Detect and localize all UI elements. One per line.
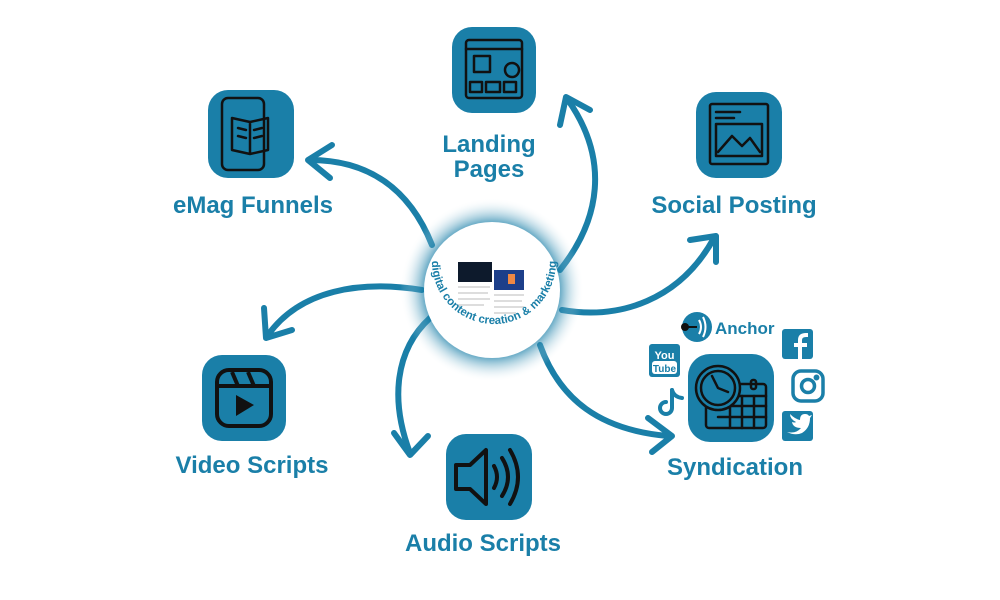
webpage-layout-icon — [464, 38, 524, 100]
youtube-text-you: You — [655, 350, 675, 362]
arrow-to-video — [265, 283, 425, 338]
arrowhead — [687, 233, 719, 265]
audio-box — [446, 434, 532, 520]
anchor-label: Anchor — [715, 319, 775, 338]
syndication-label: Syndication — [667, 454, 803, 481]
instagram-icon — [791, 369, 825, 403]
video-play-icon — [215, 368, 273, 428]
platform-icons: Anchor You Tube — [649, 312, 825, 441]
thumbnail-dark — [458, 262, 492, 282]
social-label: Social Posting — [651, 192, 816, 219]
node-emag-funnels: eMag Funnels — [173, 90, 333, 219]
arrowhead — [645, 415, 675, 455]
arrow-to-syndication — [537, 342, 671, 439]
thumbnail-image — [508, 274, 515, 284]
image-post-icon — [708, 102, 770, 166]
phone-book-icon — [220, 96, 270, 172]
thumbnail-text-lines — [458, 286, 524, 314]
facebook-icon — [782, 329, 813, 359]
youtube-text-tube: Tube — [653, 364, 677, 375]
emag-label: eMag Funnels — [173, 192, 333, 219]
node-social-posting: Social Posting — [651, 92, 817, 219]
arrowhead — [305, 142, 335, 181]
landing-label-line1: Landing — [442, 131, 535, 158]
arrow-to-social — [559, 235, 717, 316]
arrowhead — [557, 94, 593, 128]
arrows — [261, 94, 719, 458]
arrow-to-emag — [307, 157, 435, 248]
twitter-icon — [782, 411, 813, 441]
audio-label: Audio Scripts — [405, 530, 561, 557]
arrowhead — [391, 430, 431, 458]
anchor-icon — [681, 312, 712, 342]
clock-calendar-icon — [694, 364, 768, 430]
node-landing-pages: Landing Pages — [442, 27, 536, 183]
youtube-icon: You Tube — [649, 344, 680, 377]
tiktok-icon — [658, 388, 684, 416]
hub-circle — [424, 222, 560, 358]
landing-label-line2: Pages — [454, 156, 525, 183]
video-box — [202, 355, 286, 441]
video-label: Video Scripts — [176, 452, 329, 479]
node-video-scripts: Video Scripts — [176, 355, 329, 479]
arrowhead — [261, 305, 295, 341]
speaker-icon — [454, 448, 520, 506]
node-syndication: Syndication — [667, 354, 803, 481]
node-audio-scripts: Audio Scripts — [405, 434, 561, 557]
center-hub: digital content creation & marketing — [400, 198, 584, 382]
